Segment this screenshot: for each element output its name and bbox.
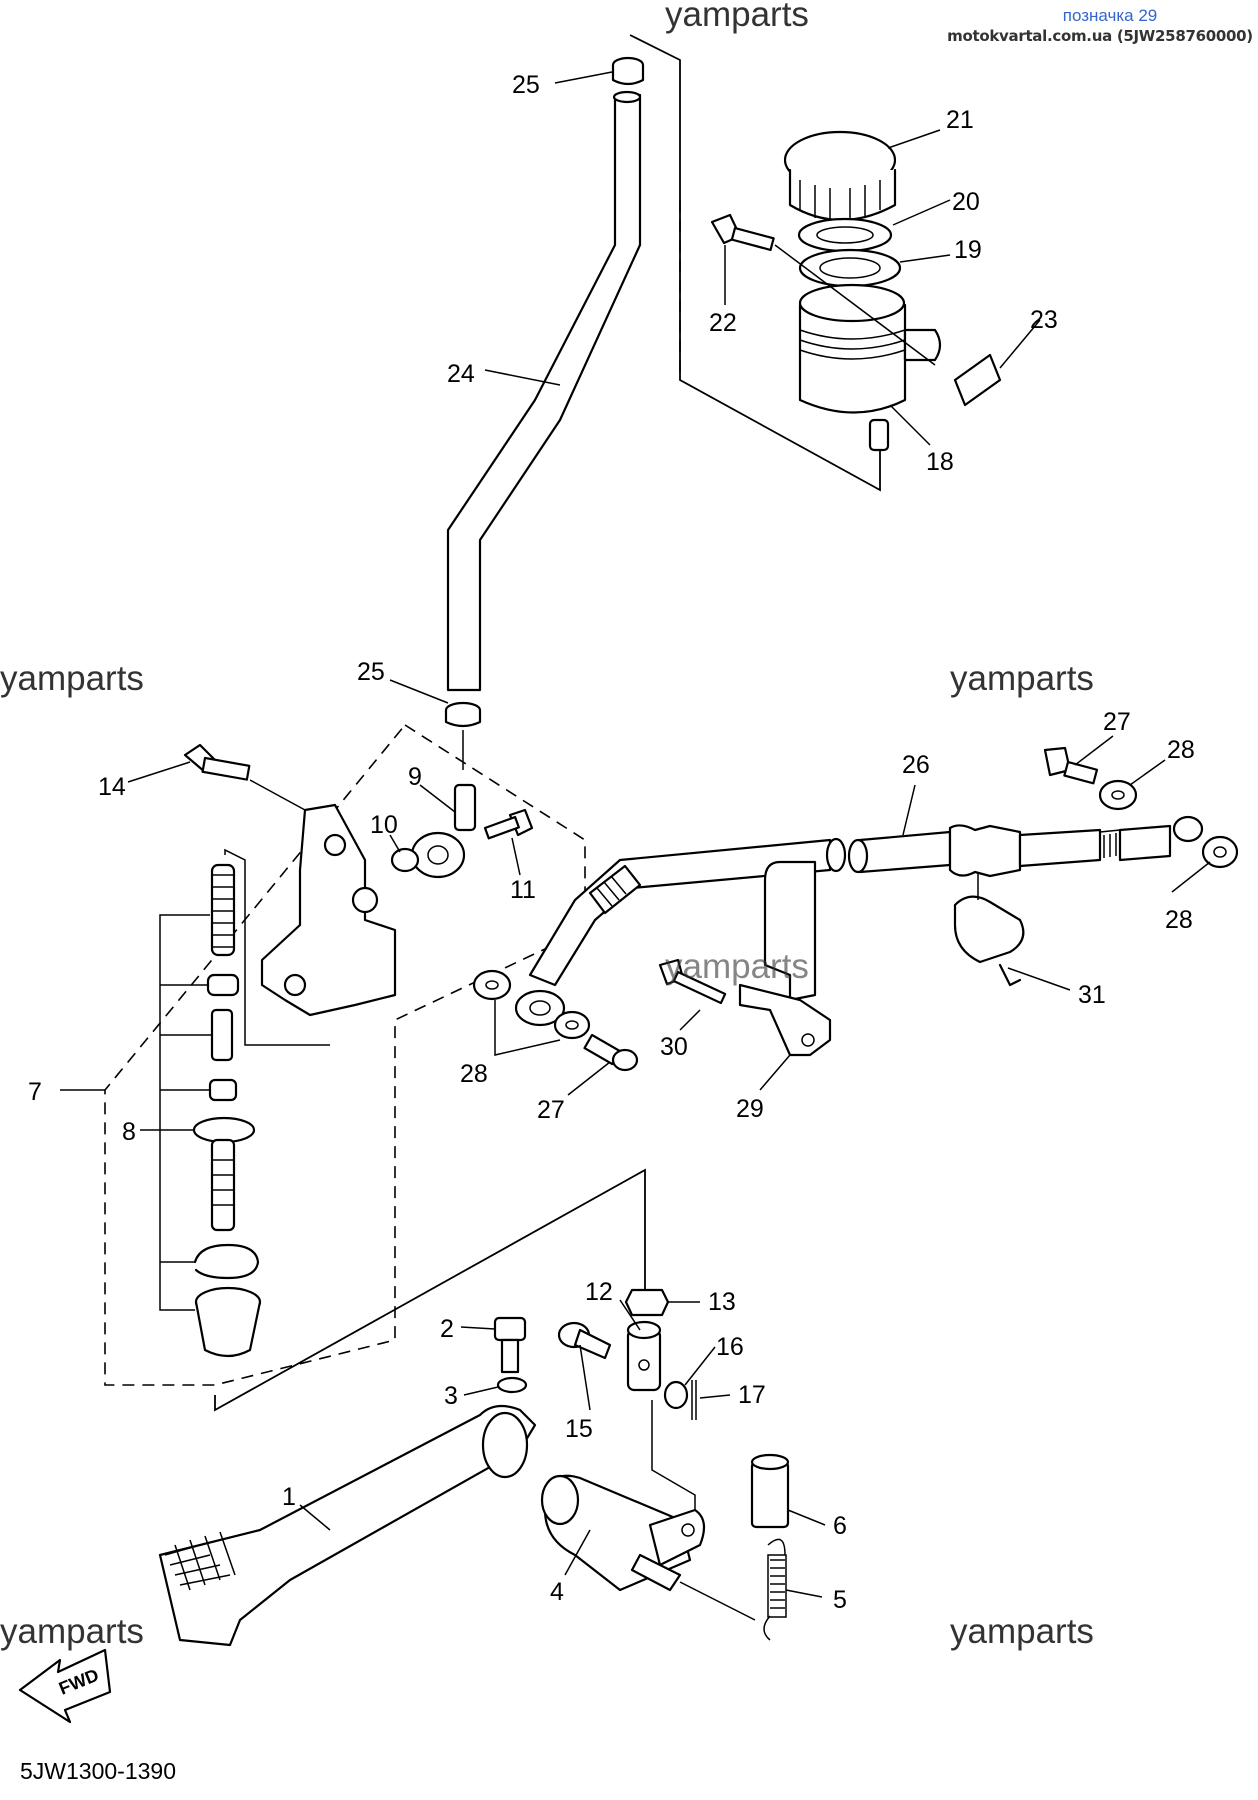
callout-13: 13	[708, 1288, 736, 1316]
watermark: yamparts	[950, 1612, 1094, 1651]
callout-4: 4	[550, 1578, 564, 1606]
callout-10: 10	[370, 811, 398, 839]
watermark: yamparts	[665, 947, 809, 986]
watermark: yamparts	[0, 659, 144, 698]
hose-24	[444, 56, 645, 770]
callout-11: 11	[510, 876, 536, 904]
callout-18: 18	[926, 448, 954, 476]
callout-23: 23	[1030, 306, 1058, 334]
callout-30: 30	[660, 1033, 688, 1061]
callout-2: 2	[440, 1315, 454, 1343]
callout-3: 3	[444, 1382, 458, 1410]
callout-15: 15	[565, 1415, 593, 1443]
pedal-linkage	[158, 1168, 790, 1647]
callout-6: 6	[833, 1512, 847, 1540]
callout-1: 1	[282, 1483, 296, 1511]
brake-hose-26	[472, 746, 1239, 1072]
callout-27-left: 27	[537, 1096, 565, 1124]
master-cylinder-group	[104, 724, 586, 1386]
callout-5: 5	[833, 1586, 847, 1614]
reservoir-assembly	[629, 34, 1002, 492]
callout-7: 7	[28, 1078, 42, 1106]
callout-28-upper-right: 28	[1167, 736, 1195, 764]
watermark: yamparts	[665, 0, 809, 34]
callout-16: 16	[716, 1333, 744, 1361]
callout-9: 9	[408, 763, 422, 791]
callout-17: 17	[738, 1381, 766, 1409]
callout-labels: 25 21 20 19 22 23 24 18 25 27 28 26 14 9…	[28, 71, 1195, 1614]
callout-29: 29	[736, 1095, 764, 1123]
tag-title: позначка 29	[1062, 6, 1158, 25]
watermark: yamparts	[0, 1612, 144, 1651]
callout-26: 26	[902, 751, 930, 779]
watermark: yamparts	[950, 659, 1094, 698]
callout-28-right: 28	[1165, 906, 1193, 934]
callout-19: 19	[954, 236, 982, 264]
fwd-arrow-icon: FWD	[18, 1648, 112, 1724]
callout-22: 22	[709, 309, 737, 337]
callout-28-left: 28	[460, 1060, 488, 1088]
callout-24: 24	[447, 360, 475, 388]
leader-lines	[60, 71, 1211, 1598]
callout-20: 20	[952, 188, 980, 216]
callout-27-right: 27	[1103, 708, 1131, 736]
callout-12: 12	[585, 1278, 613, 1306]
callout-14: 14	[98, 773, 126, 801]
callout-31: 31	[1078, 981, 1106, 1009]
callout-25-top: 25	[512, 71, 540, 99]
diagram-code: 5JW1300-1390	[20, 1758, 176, 1784]
callout-25-lower: 25	[357, 658, 385, 686]
callout-8: 8	[122, 1118, 136, 1146]
tag-source: motokvartal.com.ua (5JW258760000)	[947, 27, 1253, 45]
callout-21: 21	[946, 106, 974, 134]
